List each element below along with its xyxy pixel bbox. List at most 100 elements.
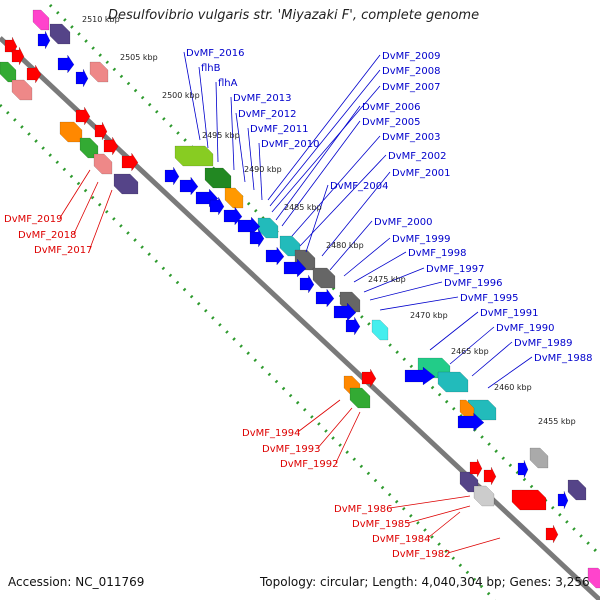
kbp-tick-label: 2490 kbp [244,165,282,174]
leader-line-blue [258,142,263,201]
gene-block-blue [179,176,199,196]
gene-label-blue: DvMF_1996 [444,278,502,289]
gene-block-magenta [32,9,50,31]
kbp-tick-label: 2455 kbp [538,417,576,426]
gene-block-blue [164,166,180,186]
gene-label-blue: DvMF_1988 [534,353,592,364]
gene-block-purple [567,479,587,501]
gene-block-green [0,61,17,83]
gene-block-lightgreen [174,145,214,167]
gene-block-red [511,489,547,511]
gene-block-cyan [257,217,279,239]
gene-label-red: DvMF_2017 [34,245,92,256]
gene-label-blue: DvMF_2005 [362,117,420,128]
leader-line-red [73,181,99,235]
leader-line-red [297,399,341,433]
gene-block-lightgray [529,447,549,469]
gene-block-pink [11,79,33,101]
kbp-tick-label: 2510 kbp [82,15,120,24]
gene-label-blue: DvMF_1989 [514,338,572,349]
label-leader-lines [59,51,533,554]
leader-line-blue [299,154,387,247]
gene-label-red: DvMF_1994 [242,428,300,439]
gene-block-red [361,368,377,388]
gene-label-blue: DvMF_2001 [392,168,450,179]
gene-label-blue: DvMF_2016 [186,48,244,59]
gene-block-blue [209,196,225,216]
leader-line-blue [198,66,209,149]
gene-label-red: DvMF_1982 [392,549,450,560]
gene-label-red: DvMF_1986 [334,504,392,515]
gene-labels: DvMF_2016flhBflhADvMF_2013DvMF_2012DvMF_… [4,48,592,560]
leader-line-red [447,537,501,554]
gene-label-blue: DvMF_2007 [382,82,440,93]
gene-label-blue: DvMF_2011 [250,124,308,135]
leader-line-blue [183,51,201,141]
kbp-tick-label: 2470 kbp [410,311,448,320]
leader-line-blue [429,311,479,351]
gene-label-blue: DvMF_2010 [261,139,319,150]
leader-line-blue [353,251,407,283]
gene-label-blue: DvMF_2004 [330,181,388,192]
leader-line-blue [449,326,495,365]
gene-block-gray [312,267,336,289]
leader-line-red [335,411,361,464]
gene-block-orange [59,121,83,143]
gene-block-red [94,121,108,141]
gene-block-blue [37,30,51,50]
gene-block-purple [49,23,71,45]
gene-block-red [103,136,119,156]
gene-block-red [26,64,42,84]
leader-line-red [59,169,91,219]
leader-line-blue [305,184,329,253]
gene-block-red [469,458,483,478]
gene-block-blue [237,216,261,236]
gene-block-blue [315,288,335,308]
gene-block-pink [93,153,113,175]
leader-line-blue [363,267,425,293]
gene-label-blue: flhB [201,63,221,74]
gene-label-blue: DvMF_2013 [233,93,291,104]
gene-block-cyan [371,319,389,341]
gene-block-red [121,152,139,172]
gene-label-blue: flhA [218,78,238,89]
leader-line-blue [291,135,381,237]
kbp-tick-label: 2485 kbp [284,203,322,212]
gene-label-red: DvMF_1992 [280,459,338,470]
kbp-tick-label: 2495 kbp [202,131,240,140]
leader-line-blue [329,220,373,271]
leader-line-blue [235,112,246,183]
topology-text: Topology: circular; Length: 4,040,304 bp… [260,575,590,589]
gene-block-blue [265,246,285,266]
leader-line-red [427,511,461,539]
leader-line-blue [379,296,459,311]
gene-label-red: DvMF_1993 [262,444,320,455]
gene-label-blue: DvMF_2009 [382,51,440,62]
leader-line-blue [247,127,255,191]
gene-block-blue [557,490,569,510]
gene-label-blue: DvMF_2003 [382,132,440,143]
leader-line-blue [215,81,219,163]
gene-label-red: DvMF_1984 [372,534,430,545]
leader-line-blue [281,120,361,227]
gene-block-green [349,387,371,409]
leader-line-red [317,407,353,449]
gene-block-red [545,524,559,544]
leader-line-blue [230,96,235,171]
gene-block-red [483,466,497,486]
gene-label-blue: DvMF_1999 [392,234,450,245]
gene-block-blue [457,412,485,432]
gene-label-blue: DvMF_1995 [460,293,518,304]
gene-block-blue [57,54,75,74]
gene-block-blue [517,459,529,479]
kbp-tick-label: 2480 kbp [326,241,364,250]
gene-block-magenta [587,567,600,589]
gene-features [0,9,600,589]
kbp-tick-label: 2465 kbp [451,347,489,356]
gene-label-red: DvMF_1985 [352,519,410,530]
outer-dotted-track-lower [0,103,497,602]
gene-block-blue [75,68,89,88]
gene-label-blue: DvMF_2002 [388,151,446,162]
